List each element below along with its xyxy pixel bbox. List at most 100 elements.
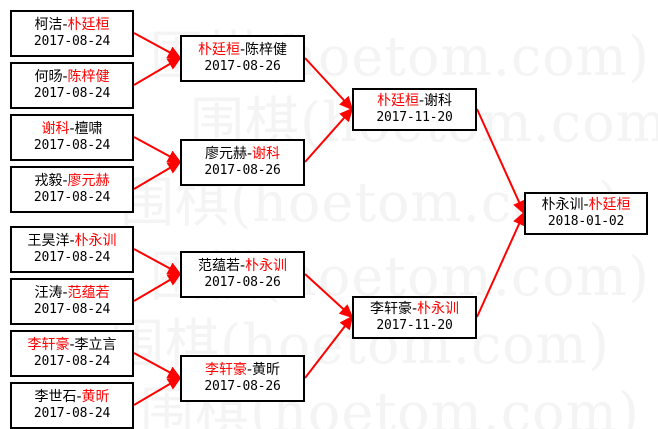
player-separator: - [239,258,246,275]
player-separator: - [246,362,253,379]
match-date: 2017-08-26 [204,58,281,74]
match-date: 2017-08-24 [33,353,111,369]
match-players: 朴廷桓-陈梓健 [198,42,287,58]
player-right: 朴永训 [245,258,288,275]
match-players: 柯洁-朴廷桓 [34,17,109,33]
match-date: 2017-08-24 [33,33,111,49]
player-separator: - [69,121,75,138]
player-right: 谢科 [252,146,281,163]
player-separator: - [239,42,246,59]
player-right: 范蕴若 [67,285,110,302]
player-left: 朴永训 [541,197,584,214]
player-left: 李世石 [34,389,77,406]
player-separator: - [76,389,82,406]
connector-r1m6-to-r2m3 [133,272,182,302]
player-left: 柯洁 [34,17,63,34]
player-right: 檀啸 [74,121,103,138]
player-right: 谢科 [424,93,453,110]
match-players: 李世石-黄昕 [34,389,109,405]
player-left: 李轩豪 [369,301,412,318]
match-players: 谢科-檀啸 [41,121,102,137]
connector-sf2-to-f1 [476,211,525,318]
player-right: 朴永训 [417,301,460,318]
player-separator: - [418,93,425,110]
player-right: 朴永训 [74,233,117,250]
match-date: 2017-08-26 [204,378,281,394]
match-players: 李轩豪-朴永训 [370,301,459,317]
player-right: 陈梓健 [245,42,288,59]
player-left: 王昊洋 [27,233,70,250]
match-date: 2017-08-24 [33,249,111,265]
player-left: 李轩豪 [27,337,70,354]
player-left: 何旸 [34,69,63,86]
match-date: 2017-08-24 [33,301,111,317]
match-date: 2017-08-24 [33,137,111,153]
connector-r1m7-to-r2m4 [133,352,182,379]
player-left: 范蕴若 [197,258,240,275]
connector-r1m4-to-r2m2 [133,160,182,190]
connector-r2m2-to-sf1 [304,107,354,163]
player-left: 李轩豪 [204,362,247,379]
player-right: 朴廷桓 [588,197,631,214]
connector-sf1-to-f1 [476,108,525,215]
match-date: 2017-08-24 [33,405,111,421]
player-left: 汪涛 [34,285,63,302]
match-players: 朴永训-朴廷桓 [541,197,630,213]
match-date: 2017-11-20 [376,109,453,125]
match-players: 李轩豪-李立言 [27,337,116,353]
match-date: 2017-08-26 [204,274,281,290]
player-left: 廖元赫 [204,146,247,163]
match-players: 范蕴若-朴永训 [198,258,287,274]
match-players: 朴廷桓-谢科 [377,93,452,109]
connector-r1m3-to-r2m2 [133,136,182,163]
connector-r2m4-to-sf2 [304,315,354,379]
match-date: 2017-11-20 [376,317,453,333]
player-right: 李立言 [74,337,117,354]
match-date: 2017-08-26 [204,162,281,178]
player-separator: - [62,69,68,86]
player-right: 黄昕 [252,362,281,379]
player-right: 廖元赫 [67,173,110,190]
player-right: 黄昕 [81,389,110,406]
match-players: 戎毅-廖元赫 [34,173,109,189]
connector-r1m1-to-r2m1 [133,32,182,59]
player-right: 陈梓健 [67,69,110,86]
match-players: 王昊洋-朴永训 [27,233,116,249]
player-separator: - [69,337,75,354]
player-left: 朴廷桓 [197,42,240,59]
player-left: 谢科 [41,121,70,138]
match-date: 2017-08-24 [33,85,111,101]
match-players: 李轩豪-黄昕 [205,362,280,378]
player-separator: - [583,197,589,214]
player-separator: - [69,233,75,250]
match-date: 2017-08-24 [33,189,111,205]
match-date: 2018-01-02 [547,213,625,229]
connector-r1m2-to-r2m1 [133,56,182,86]
player-separator: - [62,173,68,190]
connector-r2m1-to-sf1 [304,57,354,111]
connector-r1m8-to-r2m4 [133,376,182,406]
connector-r2m3-to-sf2 [304,273,354,319]
connector-r1m5-to-r2m3 [133,248,182,275]
player-separator: - [246,146,253,163]
player-separator: - [411,301,418,318]
match-players: 汪涛-范蕴若 [34,285,109,301]
match-players: 廖元赫-谢科 [205,146,280,162]
player-separator: - [62,17,68,34]
